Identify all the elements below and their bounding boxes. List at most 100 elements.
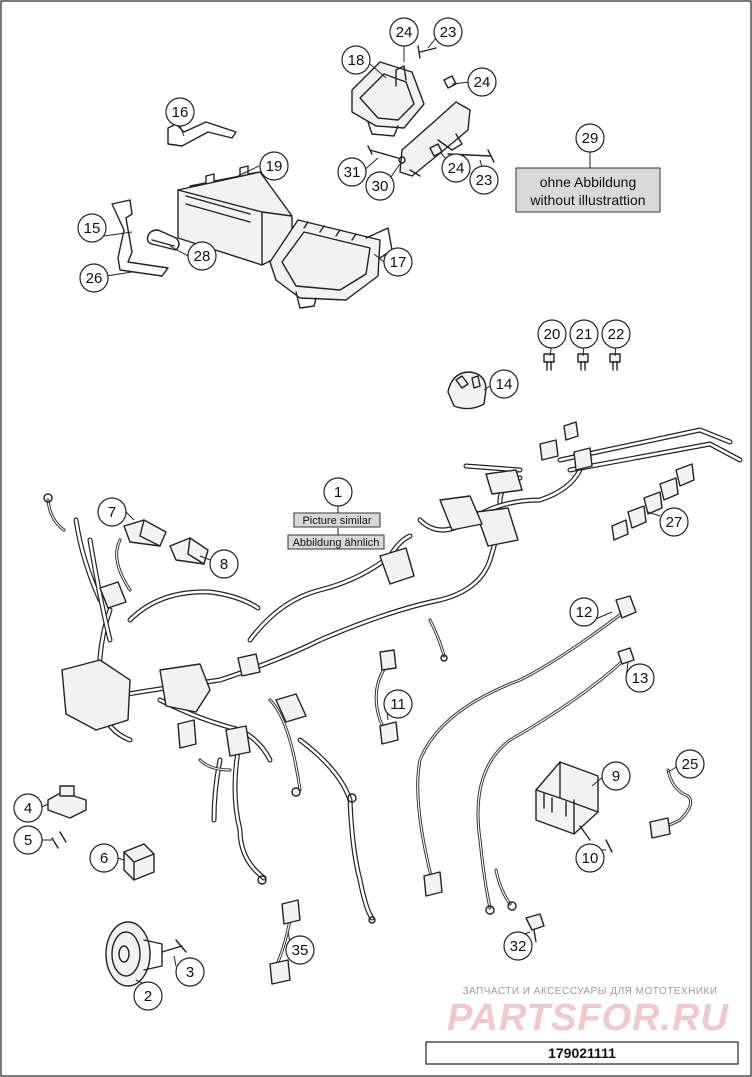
callout-16: 16	[165, 97, 195, 127]
callout-35: 35	[285, 935, 315, 965]
relay-22[interactable]	[609, 353, 621, 371]
rubber-strap[interactable]	[146, 229, 180, 251]
starter-relay[interactable]	[447, 371, 487, 410]
callout-22: 22	[601, 319, 631, 349]
relay-21[interactable]	[577, 353, 589, 371]
callout-28: 28	[187, 241, 217, 271]
callout-number: 22	[608, 326, 625, 343]
callout-number: 26	[86, 270, 103, 287]
document-number: 179021111	[548, 1045, 616, 1061]
fuse-box-bracket[interactable]	[351, 61, 425, 137]
cable-12[interactable]	[416, 595, 637, 897]
callout-24-top: 24	[389, 17, 419, 47]
callout-4: 4	[13, 793, 43, 823]
callout-12: 12	[569, 597, 599, 627]
callout-10: 10	[575, 843, 605, 873]
abbildung-aehnlich-label: Abbildung ähnlich	[287, 534, 385, 550]
callout-32: 32	[503, 931, 533, 961]
callout-number: 23	[476, 172, 493, 189]
callout-6: 6	[89, 843, 119, 873]
callout-number: 13	[632, 670, 649, 687]
callout-5: 5	[13, 825, 43, 855]
fuse-holder-bracket[interactable]	[399, 101, 471, 177]
callout-number: 17	[390, 254, 407, 271]
callout-number: 3	[186, 964, 194, 981]
connector-cable-35[interactable]	[269, 899, 301, 985]
callout-number: 8	[220, 556, 228, 573]
callout-23-top: 23	[433, 17, 463, 47]
adapter-cable-11[interactable]	[374, 649, 399, 745]
callout-2: 2	[133, 981, 163, 1011]
screw-5[interactable]	[51, 831, 67, 849]
callout-8: 8	[209, 549, 239, 579]
callout-19: 19	[259, 151, 289, 181]
battery[interactable]	[177, 165, 293, 266]
callout-13: 13	[625, 663, 655, 693]
nut-24-lower[interactable]	[429, 143, 443, 157]
picture-similar-label: Picture similar	[293, 512, 381, 528]
callout-number: 6	[100, 850, 108, 867]
without-illustration-label: ohne Abbildung without illustrattion	[515, 167, 661, 213]
battery-bracket-upper[interactable]	[167, 121, 237, 147]
callout-number: 31	[344, 164, 361, 181]
callout-23-bottom: 23	[469, 165, 499, 195]
bolt-32[interactable]	[525, 913, 545, 943]
callout-number: 5	[24, 832, 32, 849]
callout-25: 25	[675, 749, 705, 779]
cable-13[interactable]	[476, 647, 635, 915]
callout-1: 1	[323, 477, 353, 507]
callout-number: 21	[576, 326, 593, 343]
callout-30: 30	[365, 171, 395, 201]
callout-number: 12	[576, 604, 593, 621]
abbildung-aehnlich-text: Abbildung ähnlich	[293, 537, 380, 549]
watermark-tagline: ЗАПЧАСТИ И АКСЕССУАРЫ ДЛЯ МОТОТЕХНИКИ	[462, 986, 717, 997]
screw-3[interactable]	[161, 939, 187, 953]
without-illustration-text: without illustrattion	[529, 192, 645, 208]
callout-number: 27	[666, 514, 683, 531]
connector-set[interactable]	[611, 463, 695, 541]
callout-number: 28	[194, 248, 211, 265]
callout-number: 29	[582, 130, 599, 147]
relay-20[interactable]	[543, 353, 555, 371]
module-6[interactable]	[123, 843, 155, 881]
battery-tray[interactable]	[269, 219, 393, 309]
watermark-logo: PARTSFOR.RU	[447, 997, 729, 1039]
callout-number: 18	[348, 52, 365, 69]
callout-7: 7	[97, 497, 127, 527]
callout-31: 31	[337, 157, 367, 187]
picture-similar-text: Picture similar	[302, 515, 371, 527]
horn[interactable]	[105, 921, 163, 987]
callout-26: 26	[79, 263, 109, 293]
connector-7[interactable]	[123, 519, 167, 547]
callout-number: 16	[172, 104, 189, 121]
sensor-cable-25[interactable]	[649, 768, 693, 839]
connector-8[interactable]	[169, 537, 209, 565]
main-wiring-harness[interactable]	[43, 421, 743, 924]
callout-number: 10	[582, 850, 599, 867]
callout-24-bottom: 24	[441, 153, 471, 183]
callout-14: 14	[489, 369, 519, 399]
nut-24-right[interactable]	[443, 75, 457, 89]
callout-number: 24	[448, 160, 465, 177]
battery-bracket-lower[interactable]	[111, 199, 169, 277]
screw-10[interactable]	[579, 825, 613, 853]
callout-3: 3	[175, 957, 205, 987]
leader-lines	[39, 37, 679, 987]
callout-number: 1	[334, 484, 342, 501]
washer-30[interactable]	[398, 156, 406, 164]
screw-31[interactable]	[367, 145, 399, 159]
callout-20: 20	[537, 319, 567, 349]
screw-23-top[interactable]	[417, 45, 437, 59]
callout-number: 24	[474, 74, 491, 91]
callout-9: 9	[601, 761, 631, 791]
callout-18: 18	[341, 45, 371, 75]
callout-27: 27	[659, 507, 689, 537]
callout-number: 15	[84, 220, 101, 237]
relay-4[interactable]	[47, 785, 87, 819]
callout-number: 24	[396, 24, 413, 41]
document-number-box: 179021111	[425, 1041, 739, 1065]
voltage-regulator[interactable]	[535, 761, 599, 835]
